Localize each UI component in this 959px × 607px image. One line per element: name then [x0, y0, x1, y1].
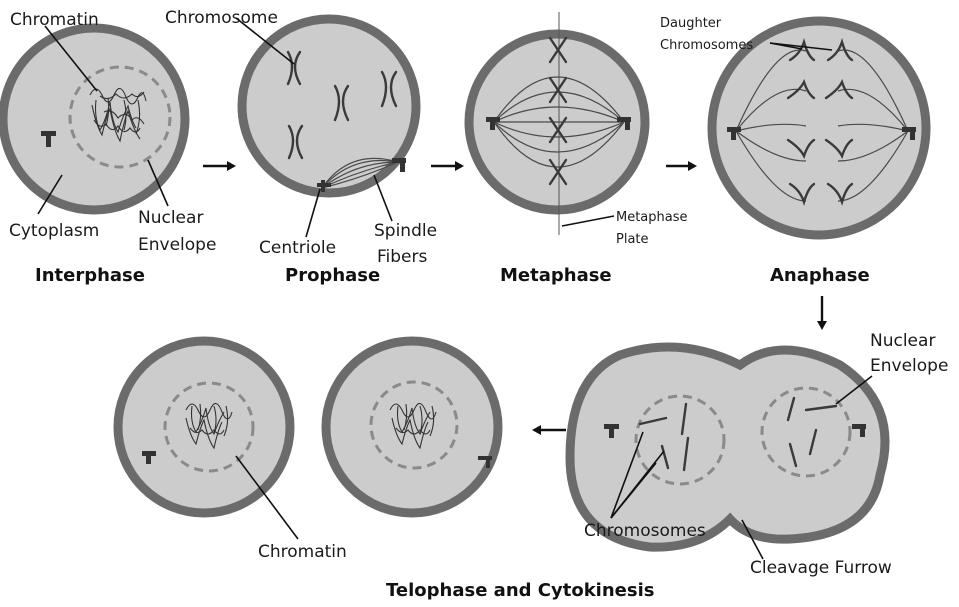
stage-anaphase: Anaphase [770, 265, 870, 286]
label-chromosomes: Chromosomes [584, 521, 706, 541]
arrow-telophase-to-daughters [532, 425, 566, 435]
label-chromosome: Chromosome [165, 8, 278, 28]
label-spindle-2: Fibers [377, 247, 428, 267]
label-daughter-1: Daughter [660, 16, 722, 31]
arrow-prophase-to-metaphase [431, 161, 464, 171]
label-cytoplasm: Cytoplasm [9, 221, 99, 241]
daughter-cell-left [118, 341, 290, 513]
label-spindle-1: Spindle [374, 221, 437, 241]
label-centriole: Centriole [259, 238, 336, 258]
stage-interphase: Interphase [35, 265, 145, 286]
arrow-anaphase-to-telophase [817, 296, 827, 330]
stage-metaphase: Metaphase [500, 265, 612, 286]
label-chromatin-bottom: Chromatin [258, 542, 347, 562]
prophase-cell [242, 19, 416, 193]
label-metaphase-plate-2: Plate [616, 232, 649, 247]
label-daughter-2: Chromosomes [660, 38, 753, 53]
stage-telophase: Telophase and Cytokinesis [386, 580, 654, 601]
daughter-cell-right [326, 341, 498, 513]
label-cleavage-furrow: Cleavage Furrow [750, 558, 892, 578]
label-nuclear-envelope-b2: Envelope [870, 356, 948, 376]
stage-prophase: Prophase [285, 265, 380, 286]
label-nuclear-envelope-1: Nuclear [138, 208, 203, 228]
metaphase-cell [469, 12, 645, 235]
anaphase-cell [712, 21, 926, 235]
label-metaphase-plate-1: Metaphase [616, 210, 688, 225]
label-nuclear-envelope-2: Envelope [138, 235, 216, 255]
arrow-interphase-to-prophase [203, 161, 236, 171]
label-chromatin-top: Chromatin [10, 10, 99, 30]
arrow-metaphase-to-anaphase [666, 161, 697, 171]
label-nuclear-envelope-b1: Nuclear [870, 331, 935, 351]
telophase-dividing-cell [570, 347, 885, 547]
